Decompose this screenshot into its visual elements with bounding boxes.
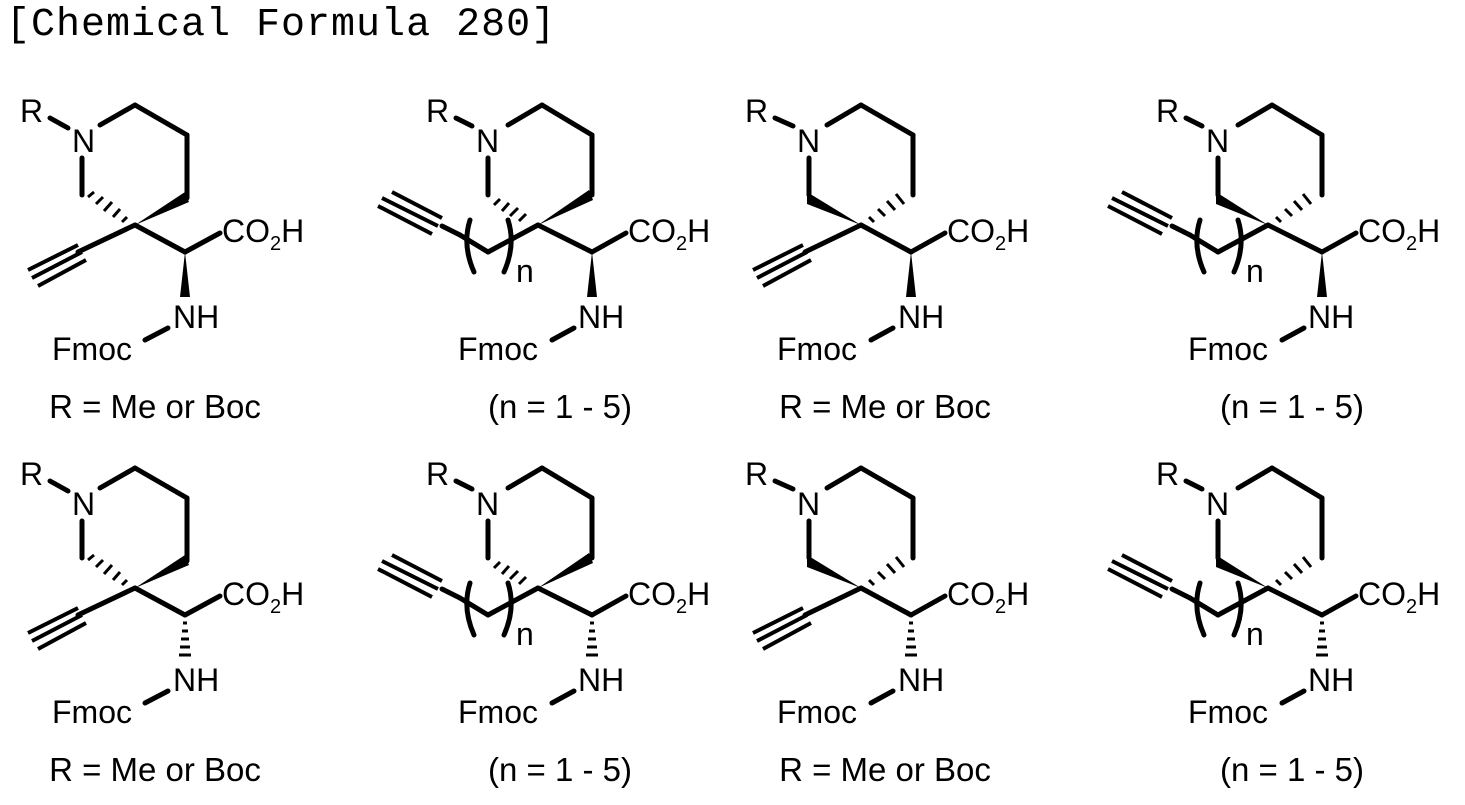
- nitrogen-label: N: [476, 123, 499, 159]
- structure-caption: (n = 1 - 5): [1220, 388, 1364, 425]
- n-index-label: n: [1246, 253, 1264, 289]
- nitrogen-label: N: [797, 123, 820, 159]
- n-index-label: n: [516, 616, 534, 652]
- fmoc-label: Fmoc: [52, 694, 132, 730]
- structure-7: R N CO2H NH: [735, 443, 1101, 805]
- wedge-bond: [587, 252, 597, 297]
- nh-label: NH: [1308, 299, 1354, 335]
- hash-bond: [586, 621, 598, 657]
- structure-grid: R N CO2H NH: [0, 80, 1465, 803]
- carboxyl-label: CO2H: [628, 213, 710, 255]
- carboxyl-label: CO2H: [222, 576, 304, 618]
- structure-1: R N CO2H NH: [0, 80, 366, 442]
- structure-caption: (n = 1 - 5): [1220, 751, 1364, 788]
- molecule-drawing: R N n CO2H NH: [377, 93, 710, 367]
- r-group-label: R: [426, 93, 449, 129]
- carboxyl-label: CO2H: [222, 213, 304, 255]
- molecule-drawing: R N CO2H NH Fmoc: [745, 93, 1029, 367]
- molecule-drawing: R N n CO2H: [377, 456, 710, 730]
- nh-label: NH: [173, 662, 219, 698]
- fmoc-label: Fmoc: [777, 331, 857, 367]
- fmoc-label: Fmoc: [777, 694, 857, 730]
- r-group-label: R: [745, 93, 768, 129]
- structure-caption: R = Me or Boc: [779, 388, 991, 425]
- carboxyl-label: CO2H: [628, 576, 710, 618]
- nh-label: NH: [1308, 662, 1354, 698]
- structure-3: R N CO2H NH Fmoc R = Me or Boc: [735, 80, 1101, 442]
- nitrogen-label: N: [1206, 486, 1229, 522]
- nh-label: NH: [898, 299, 944, 335]
- r-group-label: R: [20, 456, 43, 492]
- molecule-drawing: R N CO2H NH: [20, 93, 304, 367]
- carboxyl-label: CO2H: [1358, 576, 1440, 618]
- fmoc-label: Fmoc: [1188, 694, 1268, 730]
- fmoc-label: Fmoc: [1188, 331, 1268, 367]
- wedge-bond: [1317, 252, 1327, 297]
- hash-bond: [905, 621, 917, 657]
- structure-6: R N n CO2H: [370, 443, 736, 805]
- structure-8: R N n CO2H: [1100, 443, 1465, 805]
- hash-bond: [179, 621, 191, 657]
- carboxyl-label: CO2H: [1358, 213, 1440, 255]
- structure-caption: (n = 1 - 5): [488, 751, 632, 788]
- structure-caption: R = Me or Boc: [49, 751, 261, 788]
- r-group-label: R: [1156, 93, 1179, 129]
- nh-label: NH: [578, 662, 624, 698]
- molecule-drawing: R N n CO2H: [1107, 456, 1440, 730]
- structure-2: R N n CO2H NH: [370, 80, 736, 442]
- nitrogen-label: N: [72, 486, 95, 522]
- carboxyl-label: CO2H: [947, 576, 1029, 618]
- nitrogen-label: N: [1206, 123, 1229, 159]
- structure-caption: (n = 1 - 5): [488, 388, 632, 425]
- molecule-drawing: R N CO2H NH: [20, 456, 304, 730]
- structure-4: R N n CO2H NH: [1100, 80, 1465, 442]
- molecule-drawing: R N n CO2H NH: [1107, 93, 1440, 367]
- nh-label: NH: [173, 299, 219, 335]
- r-group-label: R: [20, 93, 43, 129]
- fmoc-label: Fmoc: [458, 694, 538, 730]
- r-group-label: R: [745, 456, 768, 492]
- nitrogen-label: N: [72, 123, 95, 159]
- nitrogen-label: N: [797, 486, 820, 522]
- wedge-bond: [180, 252, 190, 297]
- molecule-drawing: R N CO2H NH: [745, 456, 1029, 730]
- n-index-label: n: [516, 253, 534, 289]
- hash-bond: [1316, 621, 1328, 657]
- nitrogen-label: N: [476, 486, 499, 522]
- nh-label: NH: [898, 662, 944, 698]
- fmoc-label: Fmoc: [458, 331, 538, 367]
- r-group-label: R: [426, 456, 449, 492]
- structure-5: R N CO2H NH: [0, 443, 366, 805]
- carboxyl-label: CO2H: [947, 213, 1029, 255]
- structure-caption: R = Me or Boc: [779, 751, 991, 788]
- nh-label: NH: [578, 299, 624, 335]
- structure-caption: R = Me or Boc: [49, 388, 261, 425]
- wedge-bond: [906, 252, 916, 297]
- r-group-label: R: [1156, 456, 1179, 492]
- formula-header: [Chemical Formula 280]: [6, 3, 557, 48]
- n-index-label: n: [1246, 616, 1264, 652]
- fmoc-label: Fmoc: [52, 331, 132, 367]
